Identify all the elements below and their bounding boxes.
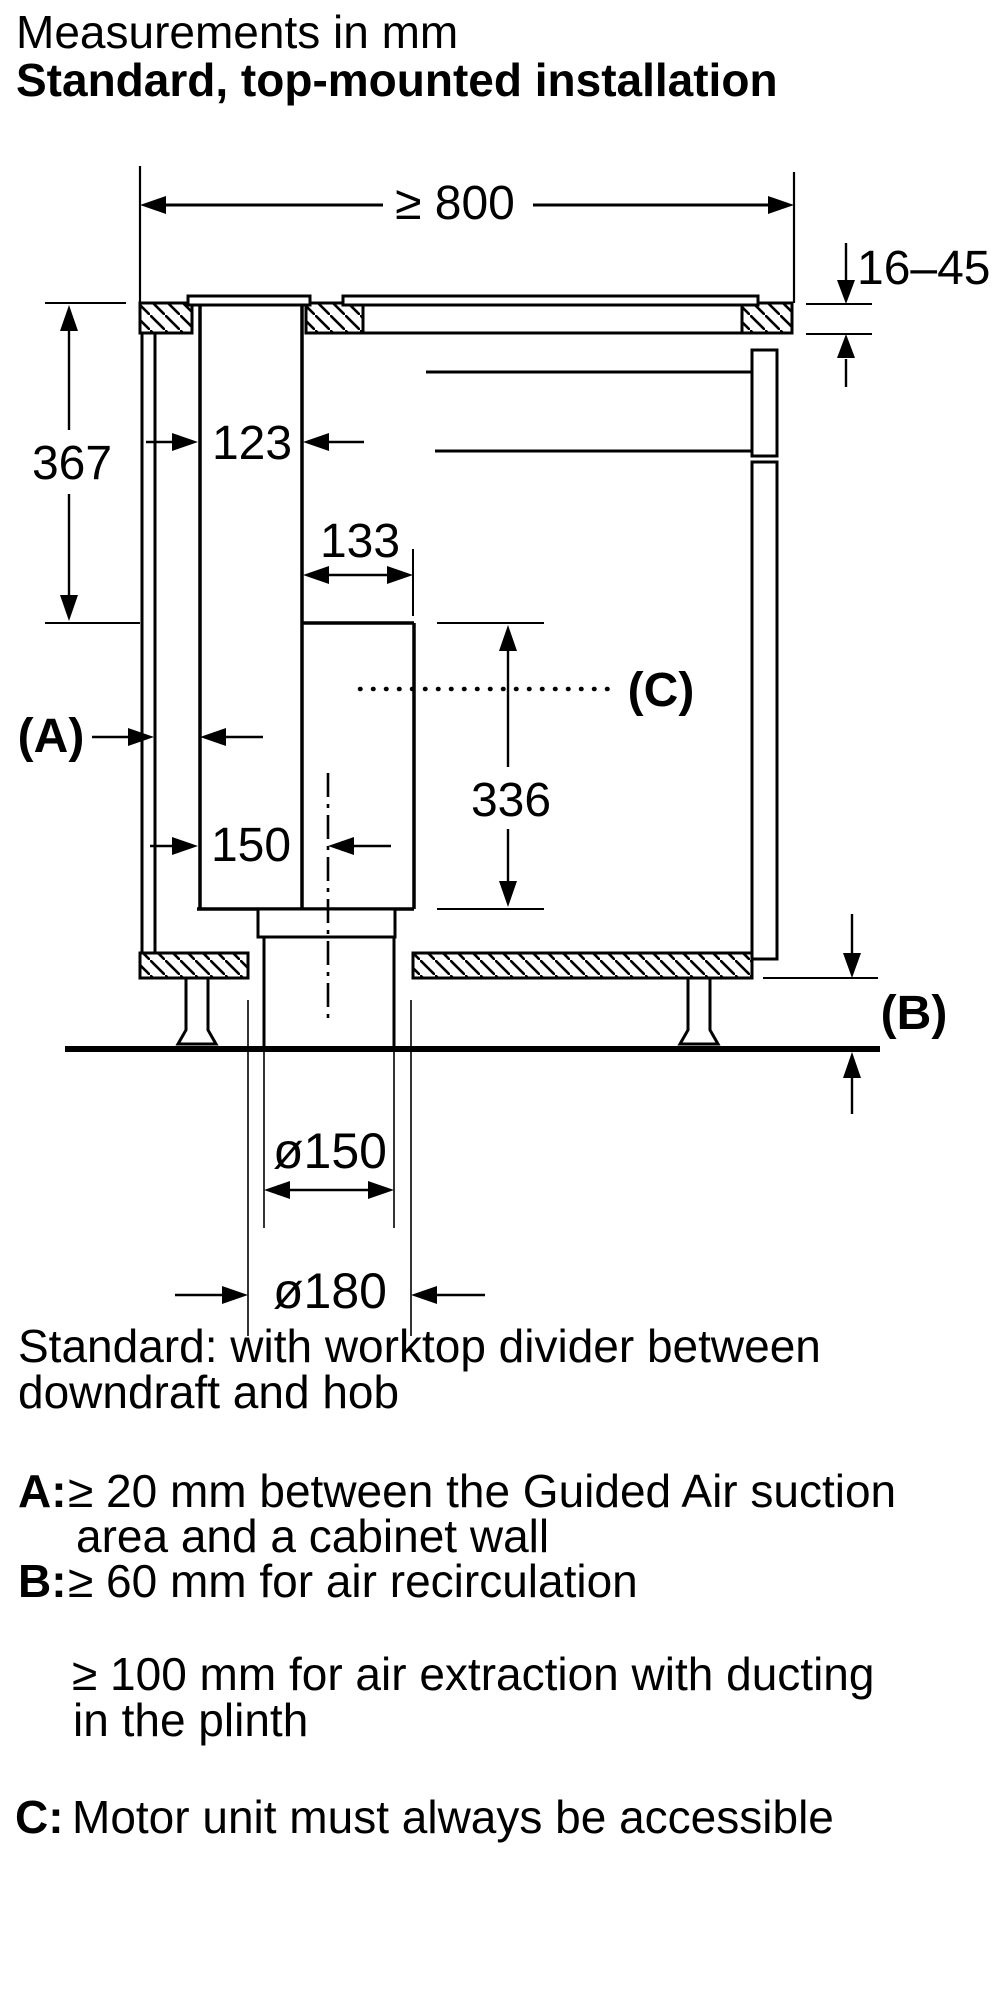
duct-collar [256,907,397,939]
note-a-line1: ≥ 20 mm between the Guided Air suction [68,1465,896,1517]
cabinet-right-wall [750,460,779,961]
plinth-duct [262,937,396,1046]
dim-worktop-thickness [806,243,872,387]
plinth-right [411,951,754,980]
dim-336 [437,622,544,910]
dim-150-label: 150 [211,819,291,872]
note-b-line1: ≥ 60 mm for air recirculation [68,1555,638,1607]
downdraft-flange [186,294,312,307]
cabinet-leg-right [677,976,721,1046]
dim-133 [329,549,414,616]
arrowhead [387,566,413,584]
label-c: (C) [628,664,695,717]
arrowhead [172,433,198,451]
label-a: (A) [18,710,85,763]
dim-worktop-thickness-label: 16–45 [857,242,990,295]
note-b-extra-line2: in the plinth [73,1694,308,1746]
worktop [138,301,794,335]
arrowhead [264,1181,290,1199]
arrowhead [411,1286,437,1304]
arrowhead [768,196,794,214]
dim-top-width [138,166,796,303]
note-intro-line1: Standard: with worktop divider between [18,1320,821,1372]
arrowhead [140,196,166,214]
note-b-key: B: [18,1555,67,1607]
note-c-key: C: [15,1791,64,1843]
page-title: Measurements in mm [16,6,458,58]
arrowhead [200,728,226,746]
dim-top-width-label: ≥ 800 [395,177,515,230]
dim-d180-label: ø180 [273,1263,387,1319]
cabinet-right-wall-upper [750,348,779,458]
arrowhead [843,953,861,978]
arrowhead [222,1286,248,1304]
arrowhead [368,1181,394,1199]
page-subtitle: Standard, top-mounted installation [16,54,778,106]
dim-367 [45,302,140,624]
dim-123-label: 123 [212,417,292,470]
notes-block: Standard: with worktop divider between d… [15,1320,896,1843]
dim-133-label: 133 [320,515,400,568]
dim-367-label: 367 [32,437,112,490]
downdraft-chimney [198,305,304,909]
cabinet-interior-lines [426,370,752,453]
arrowhead [60,305,78,331]
dim-d180 [175,1000,485,1336]
arrowhead [303,433,329,451]
note-a-key: A: [18,1465,67,1517]
cabinet-leg-left [175,976,219,1046]
dim-b [763,914,878,1114]
arrowhead [499,881,517,907]
arrowhead [837,334,855,358]
dim-d150-label: ø150 [273,1123,387,1179]
note-b-extra-line1: ≥ 100 mm for air extraction with ducting [72,1648,874,1700]
note-c-line1: Motor unit must always be accessible [72,1791,834,1843]
arrowhead [128,728,154,746]
note-intro-line2: downdraft and hob [18,1366,399,1418]
dim-d150 [263,1046,395,1228]
arrowhead [843,1052,861,1078]
label-b: (B) [881,987,948,1040]
arrowhead [328,837,354,855]
dim-336-label: 336 [471,774,551,827]
hob-slab [341,294,760,307]
arrowhead [60,595,78,621]
arrowhead [837,280,855,304]
arrowhead [172,837,198,855]
plinth-left [138,951,250,980]
cabinet-left-wall [140,333,157,953]
note-a-line2: area and a cabinet wall [76,1510,549,1562]
arrowhead [499,625,517,651]
arrowhead [303,566,329,584]
